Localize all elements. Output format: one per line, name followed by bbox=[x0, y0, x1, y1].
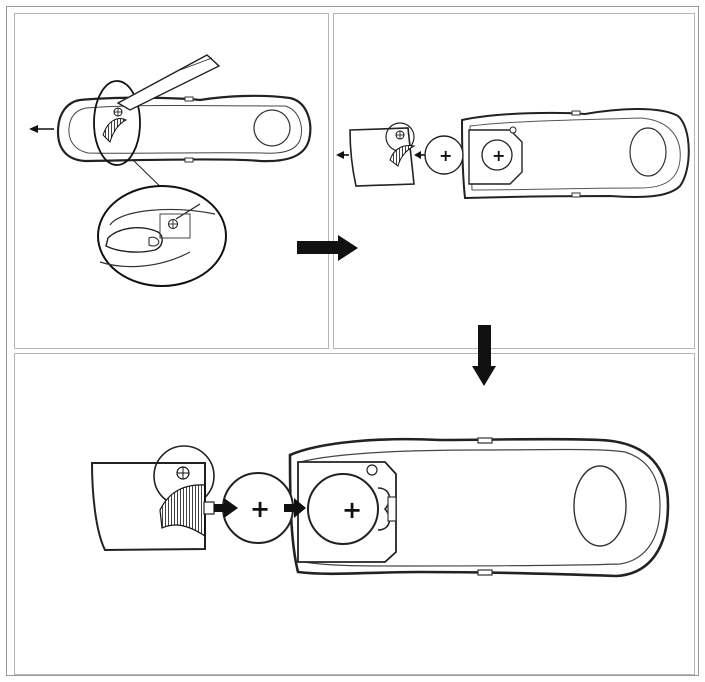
step-2-small-arrow bbox=[414, 151, 425, 159]
step-1-left-arrow bbox=[29, 125, 54, 133]
thumb-icon bbox=[105, 227, 163, 253]
step-3-remote bbox=[288, 437, 670, 578]
step-3-arrow-door-to-battery bbox=[214, 498, 238, 518]
step-2-remote bbox=[460, 108, 690, 200]
battery-plus-large: + bbox=[250, 495, 270, 523]
diagram-frame bbox=[6, 6, 699, 676]
battery-slot-plus-small: + bbox=[492, 146, 505, 165]
step-1-zoom-inset bbox=[97, 185, 227, 287]
battery-slot-plus-large: + bbox=[342, 496, 362, 524]
step-3-battery-door bbox=[90, 445, 215, 552]
step-3-arrow-battery-to-slot bbox=[284, 498, 306, 518]
step-2-to-step-3-arrow-down bbox=[472, 325, 496, 386]
step-2-battery-door bbox=[349, 122, 416, 187]
screwdriver-icon bbox=[116, 54, 221, 111]
step-2-left-arrow bbox=[336, 151, 349, 159]
battery-plus-small: + bbox=[439, 146, 452, 165]
step-1-to-step-2-arrow-right bbox=[297, 235, 358, 261]
step-1-panel bbox=[14, 13, 329, 349]
